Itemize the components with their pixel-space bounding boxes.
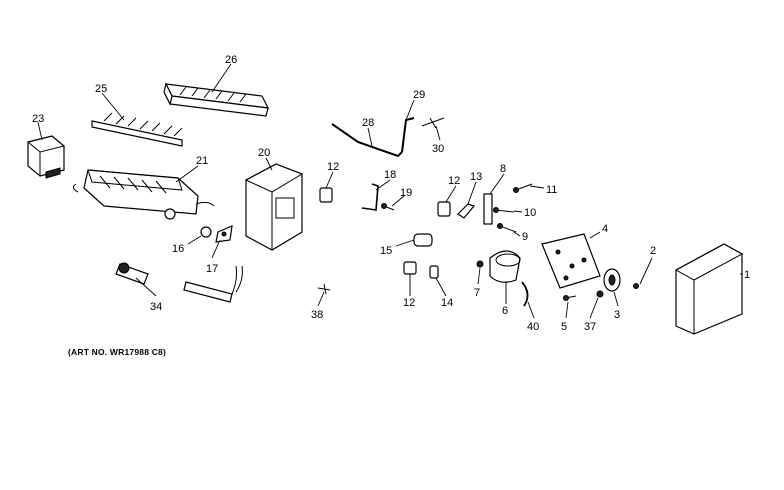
callout-25: 25	[95, 83, 107, 95]
part-wire-harness	[183, 265, 243, 303]
leader-lines	[37, 63, 742, 319]
callout-19: 19	[400, 187, 412, 199]
callout-2: 2	[650, 245, 656, 257]
part-4-support-plate	[541, 233, 601, 289]
part-6-motor	[489, 250, 521, 283]
callout-29: 29	[413, 89, 425, 101]
callout-20: 20	[258, 147, 270, 159]
part-3-gear	[603, 268, 621, 292]
part-12-switch-upper	[319, 187, 333, 203]
callout-40: 40	[527, 321, 539, 333]
callout-37: 37	[584, 321, 596, 333]
part-16-gear	[200, 226, 212, 238]
callout-7: 7	[474, 287, 480, 299]
callout-15: 15	[380, 245, 392, 257]
part-21-ice-mold	[72, 169, 215, 220]
callout-17: 17	[206, 263, 218, 275]
callout-18: 18	[384, 169, 396, 181]
callout-4: 4	[602, 223, 608, 235]
part-19-screw	[381, 203, 395, 211]
callout-10: 10	[524, 207, 536, 219]
part-2-screw	[633, 283, 639, 289]
callout-14: 14	[441, 297, 453, 309]
part-17-cam	[215, 225, 233, 243]
callout-26: 26	[225, 54, 237, 66]
part-9-screw	[497, 223, 517, 233]
callout-12b: 12	[448, 175, 460, 187]
callout-16: 16	[172, 243, 184, 255]
callout-9: 9	[522, 231, 528, 243]
art-number-caption: (ART NO. WR17988 C8)	[68, 347, 166, 357]
callout-34: 34	[150, 301, 162, 313]
callout-13: 13	[470, 171, 482, 183]
callout-38: 38	[311, 309, 323, 321]
callout-labels: 1 2 3 4 5 6 7 8 9 10 11 12 12 12 13 14 1…	[32, 54, 750, 333]
part-8-bracket	[483, 193, 493, 225]
part-25-ejector	[91, 112, 183, 147]
callout-8: 8	[500, 163, 506, 175]
callout-28: 28	[362, 117, 374, 129]
part-34-fill-tube	[115, 262, 149, 285]
part-40-wire	[521, 281, 529, 307]
part-15-switch	[413, 233, 433, 247]
part-37-screw	[596, 290, 604, 298]
part-13-thermostat	[457, 203, 476, 219]
callout-6: 6	[502, 305, 508, 317]
callout-1: 1	[744, 269, 750, 281]
part-7-screw	[476, 260, 484, 268]
callout-12a: 12	[327, 161, 339, 173]
callout-21: 21	[196, 155, 208, 167]
callout-23: 23	[32, 113, 44, 125]
part-12-switch-lower	[403, 261, 417, 275]
callout-5: 5	[561, 321, 567, 333]
callout-12c: 12	[403, 297, 415, 309]
part-20-housing	[244, 163, 304, 251]
part-5-screw	[563, 295, 577, 301]
callout-11: 11	[546, 184, 557, 196]
part-38-connector	[317, 283, 331, 295]
part-10-screw	[493, 207, 515, 213]
callout-3: 3	[614, 309, 620, 321]
part-26-fill-cup	[163, 82, 270, 117]
part-1-cover	[674, 243, 744, 335]
part-18-lever	[361, 183, 379, 211]
callout-30: 30	[432, 143, 444, 155]
part-11-screw	[513, 183, 533, 193]
part-12-switch-mid	[437, 201, 451, 217]
part-23-module	[26, 135, 66, 179]
part-30-clip	[421, 117, 445, 129]
part-14-clip	[429, 265, 439, 279]
